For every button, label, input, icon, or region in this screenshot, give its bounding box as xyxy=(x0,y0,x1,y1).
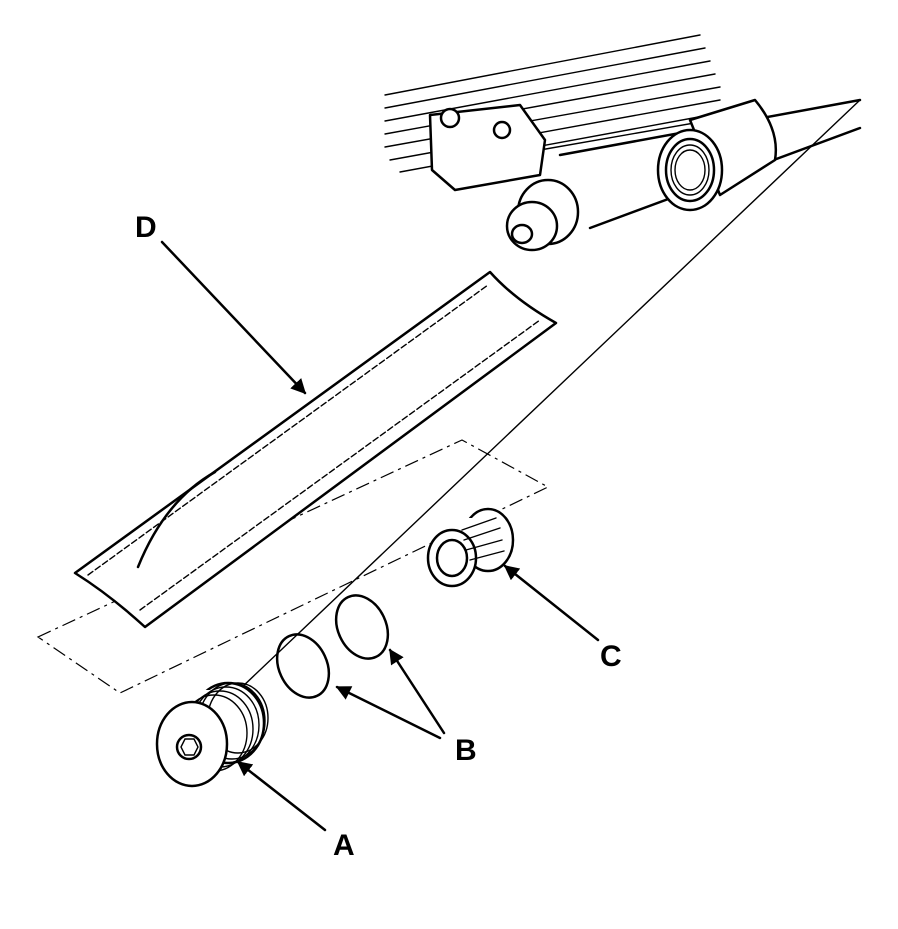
assembly-boundary xyxy=(36,439,550,694)
callout-b: B xyxy=(455,734,477,767)
leader-d xyxy=(160,240,307,395)
callout-a: A xyxy=(333,829,355,862)
threaded-plug xyxy=(155,681,269,788)
callout-c: C xyxy=(600,640,622,673)
o-ring-upper xyxy=(334,594,390,660)
center-axis xyxy=(199,99,861,728)
leader-b-1 xyxy=(335,685,442,740)
desiccant-strip xyxy=(73,270,558,629)
leader-c xyxy=(503,564,600,642)
o-ring-lower xyxy=(275,633,331,699)
leader-b-2 xyxy=(388,648,446,735)
filter-screen xyxy=(426,507,515,588)
condenser-bracket-assembly xyxy=(384,34,862,252)
leader-a xyxy=(236,760,327,832)
callout-d: D xyxy=(135,211,157,244)
